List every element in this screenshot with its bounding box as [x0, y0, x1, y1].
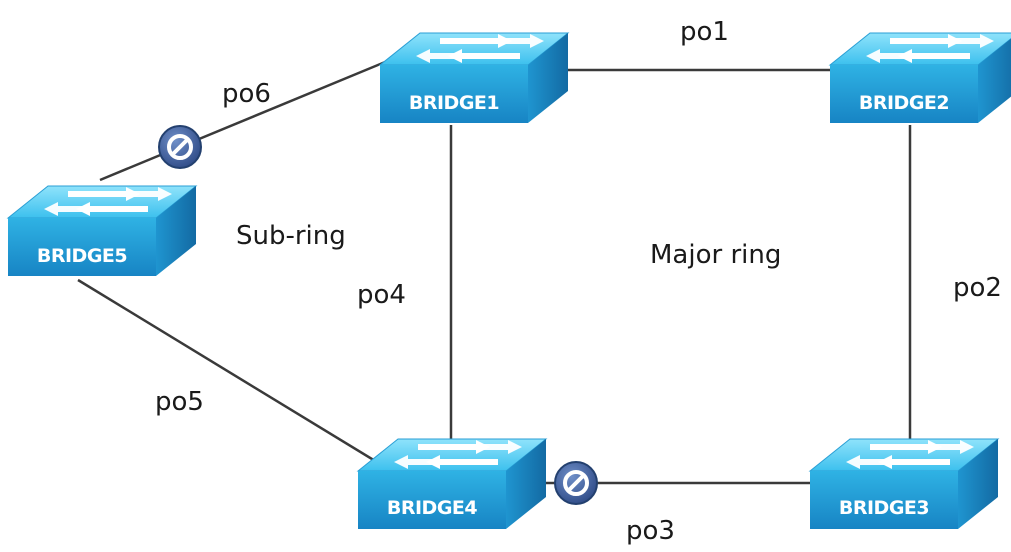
bridge3-node[interactable]: BRIDGE3 — [809, 438, 999, 530]
blocked-port-icon — [157, 124, 203, 170]
link-po5 — [77, 278, 391, 472]
blocked-port-icon — [553, 460, 599, 506]
major-ring-label: Major ring — [650, 240, 781, 270]
links — [77, 58, 912, 485]
link-label-po4: po4 — [357, 280, 406, 310]
bridge5-label: BRIDGE5 — [37, 245, 127, 267]
link-label-po1: po1 — [680, 17, 729, 47]
bridge5-node[interactable]: BRIDGE5 — [7, 185, 197, 277]
bridge4-label: BRIDGE4 — [387, 497, 478, 519]
link-po6 — [99, 58, 391, 182]
bridge1-node[interactable]: BRIDGE1 — [379, 32, 569, 124]
sub-ring-label: Sub-ring — [236, 221, 346, 251]
bridge4-node[interactable]: BRIDGE4 — [357, 438, 547, 530]
bridge3-label: BRIDGE3 — [839, 497, 929, 519]
link-label-po2: po2 — [953, 273, 1002, 303]
link-label-po6: po6 — [222, 79, 271, 109]
bridge1-label: BRIDGE1 — [409, 92, 499, 114]
bridge2-node[interactable]: BRIDGE2 — [829, 32, 1011, 124]
link-label-po3: po3 — [626, 516, 675, 546]
link-label-po5: po5 — [155, 387, 204, 417]
bridge2-label: BRIDGE2 — [859, 92, 949, 114]
